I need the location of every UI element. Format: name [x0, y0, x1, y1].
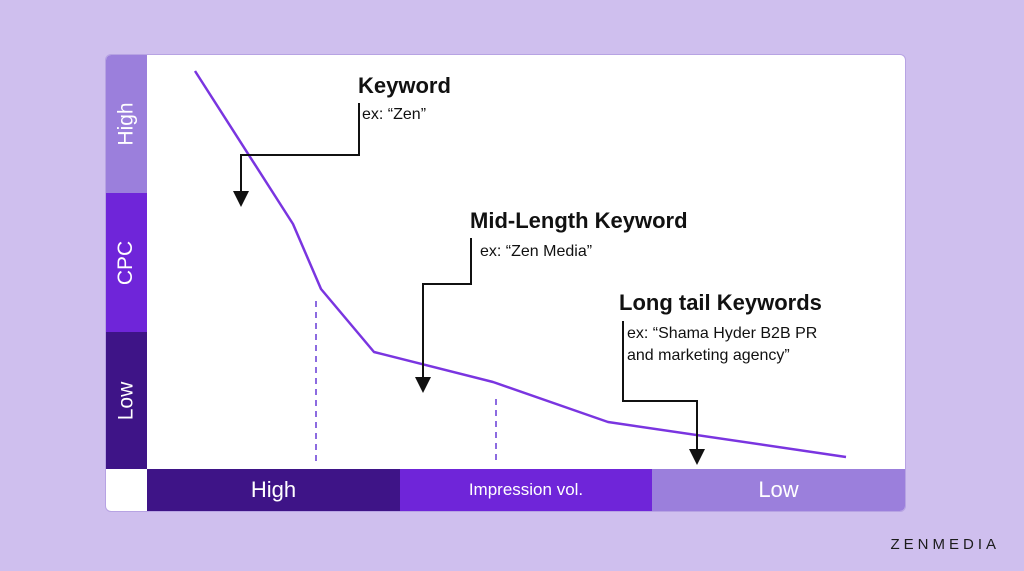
mid-length-arrow [415, 238, 472, 393]
mid-length-title: Mid-Length Keyword [470, 208, 688, 233]
diagram-card: High CPC Low High Impression vol. Low Ke… [105, 54, 906, 512]
long-tail-example-line2: and marketing agency” [627, 347, 790, 364]
keyword-title: Keyword [358, 73, 451, 98]
x-band-high: High [147, 469, 400, 511]
x-band-impression: Impression vol. [400, 469, 652, 511]
annotation-mid-length: Mid-Length Keyword ex: “Zen Media” [415, 208, 688, 393]
y-band-high: High [106, 55, 147, 193]
brand-logo: ZENMEDIA [890, 536, 1000, 553]
diagram-svg: Keyword ex: “Zen” Mid-Length Keyword ex:… [193, 70, 847, 465]
y-band-cpc: CPC [106, 193, 147, 332]
x-high-label: High [250, 477, 297, 502]
long-tail-title: Long tail Keywords [619, 290, 822, 315]
long-tail-arrow [622, 321, 705, 465]
annotation-keyword: Keyword ex: “Zen” [233, 73, 451, 207]
x-band-low: Low [652, 469, 905, 511]
x-axis-label: Impression vol. [468, 480, 584, 499]
cpc-curve [193, 70, 847, 459]
annotation-long-tail: Long tail Keywords ex: “Shama Hyder B2B … [619, 290, 822, 465]
y-band-low: Low [106, 332, 147, 469]
x-low-label: Low [758, 477, 799, 502]
keyword-example: ex: “Zen” [362, 106, 426, 123]
mid-length-example: ex: “Zen Media” [480, 243, 592, 260]
keyword-arrow [233, 103, 360, 207]
long-tail-example-line1: ex: “Shama Hyder B2B PR [627, 325, 817, 342]
